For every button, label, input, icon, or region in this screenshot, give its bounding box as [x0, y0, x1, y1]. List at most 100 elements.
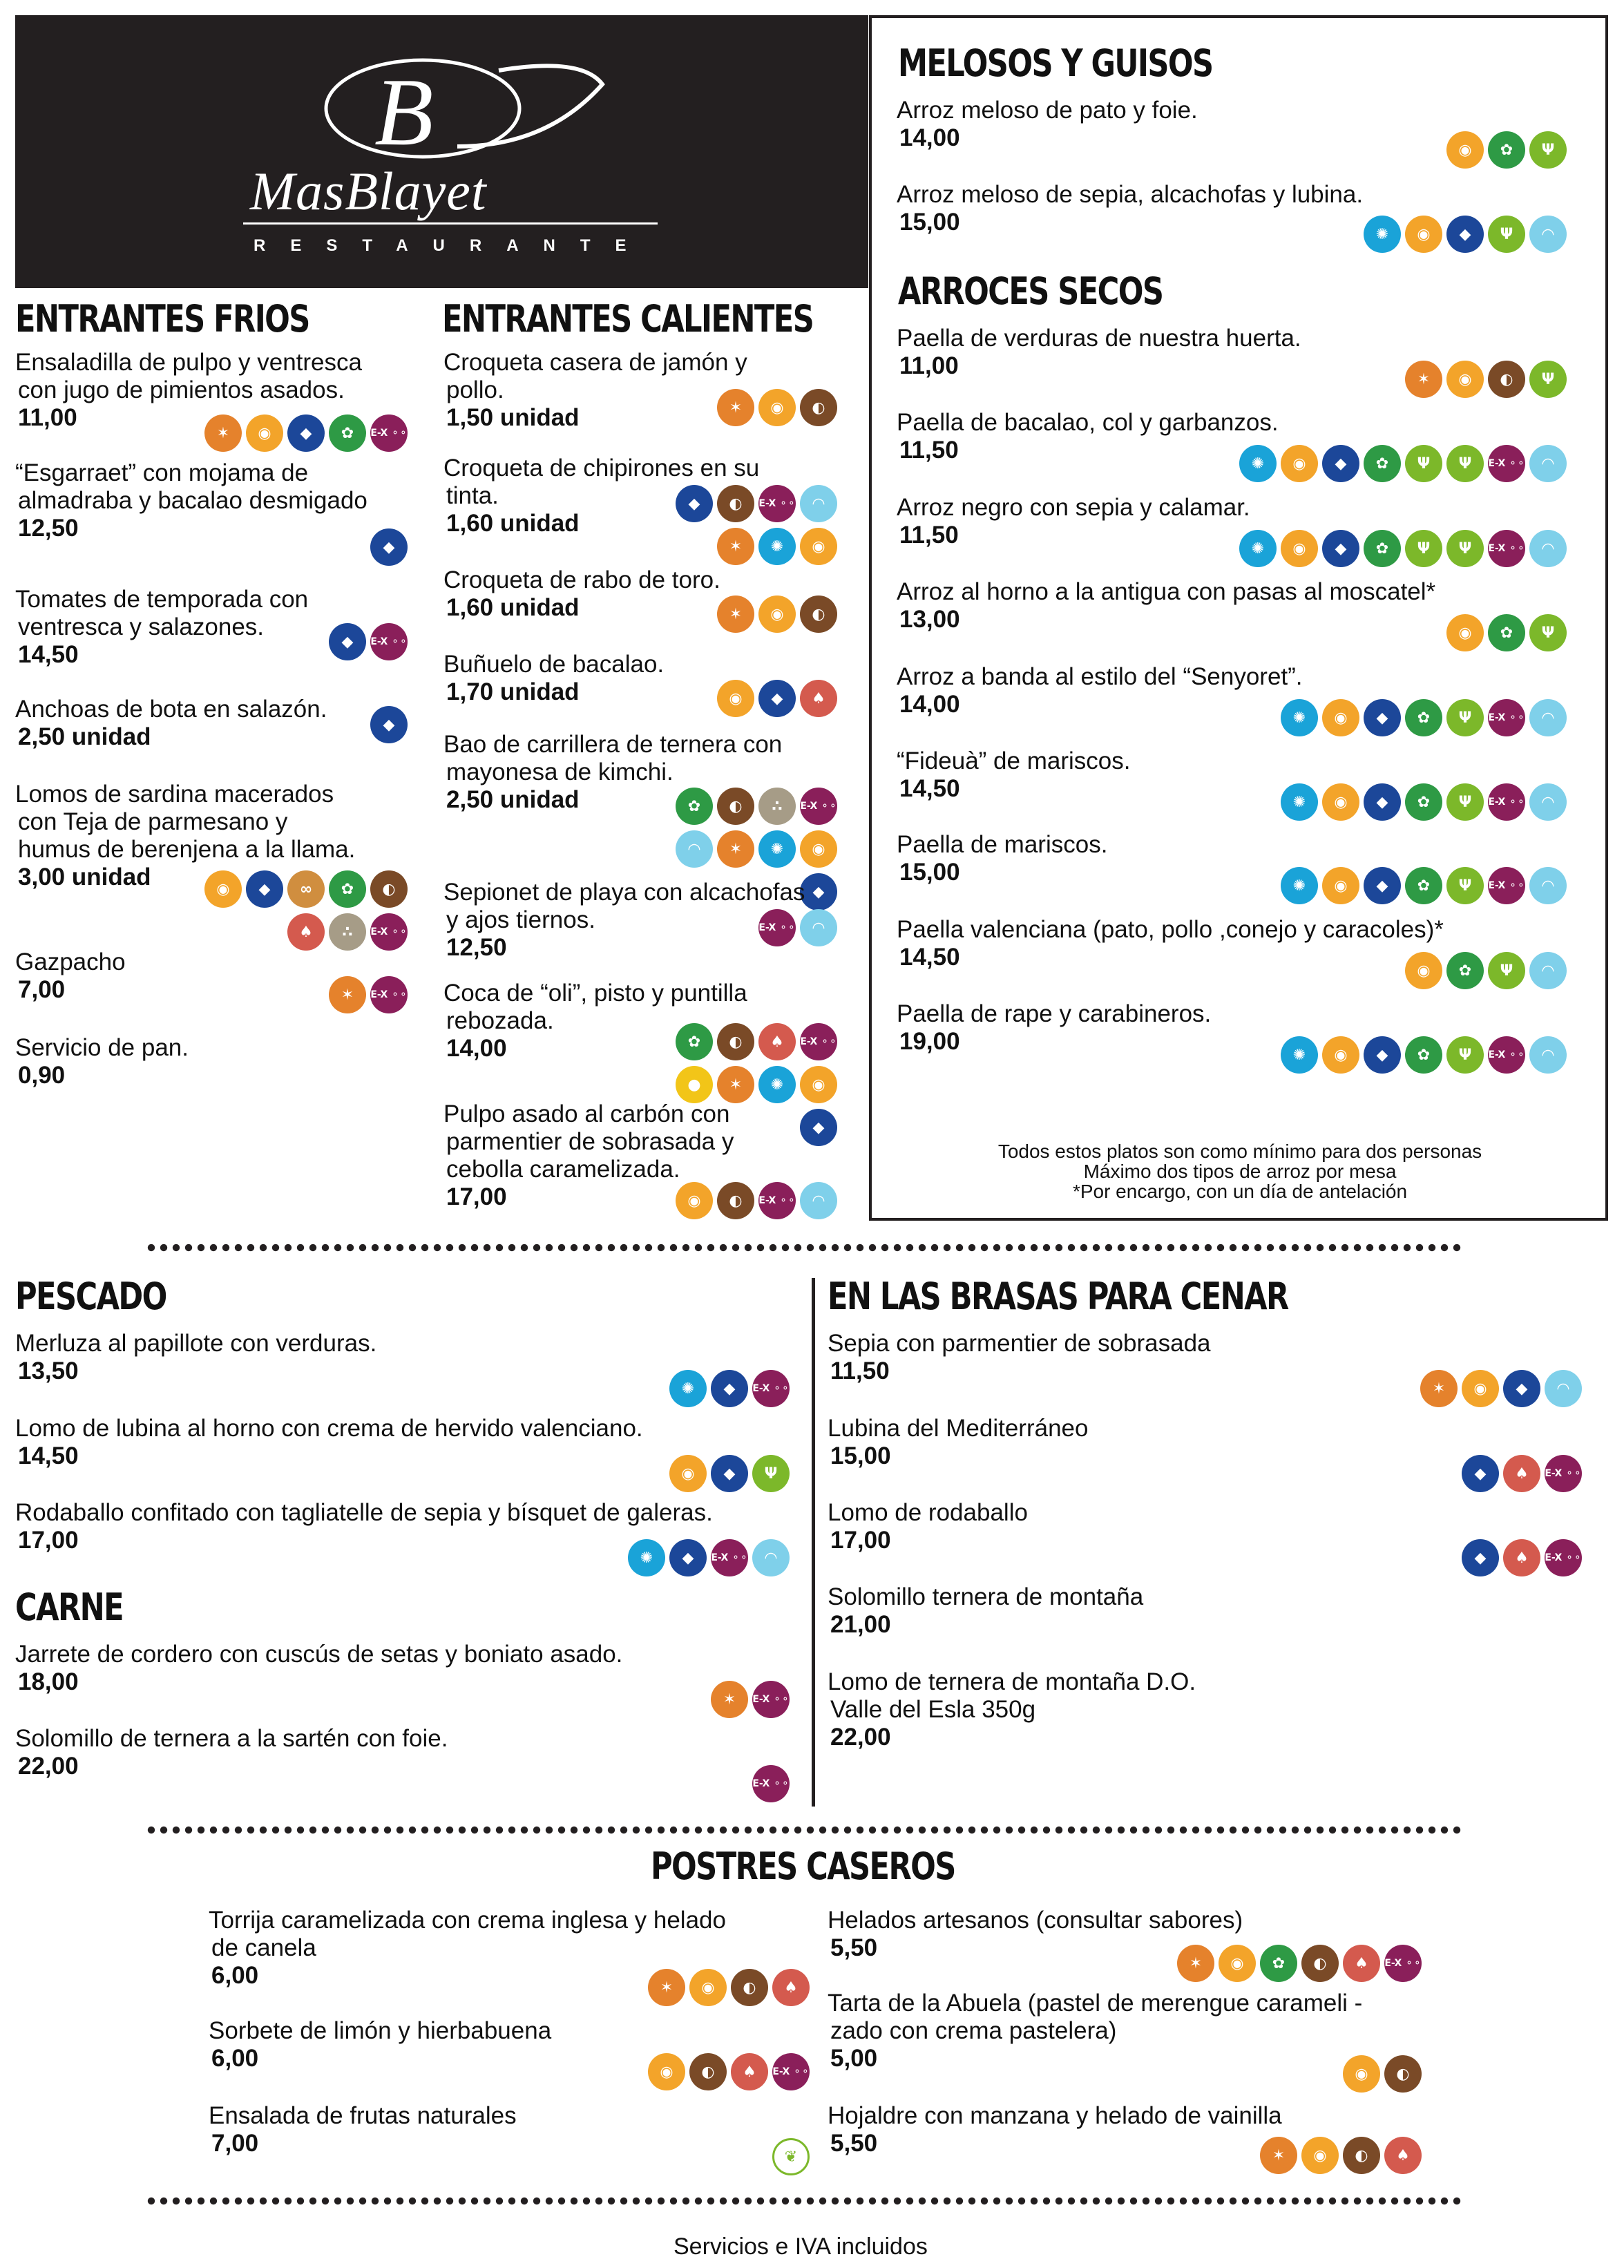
item-name: Arroz meloso de pato y foie.: [897, 97, 1198, 124]
mustard-icon: ✿: [1405, 699, 1442, 736]
gluten-icon: ✶: [717, 595, 754, 633]
menu-item: Paella de mariscos.15,00: [897, 831, 1107, 886]
egg-icon: ◉: [246, 414, 283, 452]
item-name: Gazpacho: [15, 949, 126, 975]
celery-icon: Ψ: [1446, 530, 1484, 567]
item-price: 0,90: [18, 1062, 66, 1089]
lupin-icon: ❦: [772, 2138, 810, 2175]
item-price: 18,00: [18, 1668, 79, 1695]
item-price: 1,60 unidad: [446, 510, 580, 537]
milk-icon: ◐: [1488, 361, 1525, 398]
celery-icon: Ψ: [1405, 445, 1442, 482]
mollusc-icon: ◠: [1529, 699, 1567, 736]
fish-icon: ◆: [711, 1370, 748, 1407]
item-price: 19,00: [899, 1028, 960, 1055]
milk-icon: ◐: [689, 2053, 727, 2090]
menu-item: Paella de verduras de nuestra huerta.11,…: [897, 325, 1301, 380]
item-name: zado con crema pastelera): [830, 2017, 1117, 2044]
item-price: 17,00: [830, 1527, 891, 1554]
menu-item: Arroz meloso de pato y foie.14,00: [897, 97, 1198, 152]
allergen-icons: E-X ⚬⚬◠: [758, 909, 837, 946]
crust-icon: ✺: [758, 830, 796, 868]
item-price: 11,50: [899, 437, 959, 464]
mustard-icon: ✿: [1405, 1036, 1442, 1074]
sulphite-icon: E-X ⚬⚬: [758, 1182, 796, 1219]
gluten-icon: ✶: [1177, 1945, 1214, 1982]
section-title-entrantes-frios: ENTRANTES FRIOS: [15, 297, 310, 341]
allergen-icons: ◆E-X ⚬⚬: [329, 623, 408, 660]
menu-item: Rodaballo confitado con tagliatelle de s…: [15, 1499, 713, 1554]
item-name: Paella de mariscos.: [897, 831, 1108, 858]
sulphite-icon: E-X ⚬⚬: [752, 1681, 790, 1718]
sesame-icon: ∴: [758, 788, 796, 825]
menu-item: Solomillo de ternera a la sartén con foi…: [15, 1725, 448, 1780]
item-name: Jarrete de cordero con cuscús de setas y…: [15, 1641, 623, 1668]
milk-icon: ◐: [717, 788, 754, 825]
sulphite-icon: E-X ⚬⚬: [800, 788, 837, 825]
logo-swoosh-icon: [324, 58, 605, 159]
item-name: parmentier de sobrasada y: [446, 1128, 734, 1155]
allergen-icons: ◆: [370, 528, 408, 566]
crust-icon: ✺: [1364, 216, 1401, 253]
menu-item: Torrija caramelizada con crema inglesa y…: [209, 1907, 726, 1990]
item-price: 11,50: [830, 1357, 890, 1384]
allergen-icons: ✶◉◐Ψ: [1405, 361, 1567, 398]
item-price: 1,50 unidad: [446, 404, 580, 431]
mustard-icon: ✿: [1364, 530, 1401, 567]
rice-note-line: *Por encargo, con un día de antelación: [1072, 1181, 1408, 1202]
item-price: 22,00: [18, 1753, 79, 1780]
fish-icon: ◆: [1322, 445, 1359, 482]
milk-icon: ◐: [717, 1023, 754, 1060]
mollusc-icon: ◠: [1529, 216, 1567, 253]
fish-icon: ◆: [676, 485, 713, 522]
nuts-icon: ♠: [758, 1023, 796, 1060]
allergen-icons: ✿◐♠E-X ⚬⚬: [676, 1023, 837, 1060]
item-name: Bao de carrillera de ternera con: [443, 731, 783, 758]
allergen-icons: ✺◆E-X ⚬⚬◠: [628, 1539, 790, 1576]
item-price: 5,00: [830, 2045, 878, 2072]
mollusc-icon: ◠: [752, 1539, 790, 1576]
egg-icon: ◉: [1281, 445, 1318, 482]
item-price: 14,00: [899, 691, 960, 718]
mustard-icon: ✿: [329, 414, 366, 452]
item-price: 14,50: [18, 1442, 79, 1469]
egg-icon: ◉: [800, 528, 837, 565]
item-price: 1,60 unidad: [446, 594, 580, 621]
celery-icon: Ψ: [752, 1455, 790, 1492]
item-name: Buñuelo de bacalao.: [443, 651, 665, 678]
fish-icon: ◆: [711, 1455, 748, 1492]
item-name: Lomo de lubina al horno con crema de her…: [15, 1415, 643, 1442]
celery-icon: Ψ: [1446, 445, 1484, 482]
nuts-icon: ♠: [1503, 1539, 1540, 1576]
menu-item: Arroz meloso de sepia, alcachofas y lubi…: [897, 181, 1363, 236]
mustard-icon: ✿: [1405, 867, 1442, 904]
item-price: 17,00: [446, 1183, 507, 1210]
logo-tagline: RESTAURANTE: [254, 236, 651, 255]
gluten-icon: ✶: [717, 389, 754, 426]
egg-icon: ◉: [1446, 131, 1484, 169]
dotted-divider: [145, 2197, 1464, 2205]
rice-notes: Todos estos platos son como mínimo para …: [891, 1141, 1589, 1201]
item-name: Arroz meloso de sepia, alcachofas y lubi…: [897, 181, 1364, 208]
allergen-icons: ◆: [370, 706, 408, 743]
menu-item: Tarta de la Abuela (pastel de merengue c…: [828, 1990, 1362, 2072]
allergen-icons: ●✶✺◉: [676, 1066, 837, 1103]
allergen-icons: ✶◉◆✿E-X ⚬⚬: [204, 414, 408, 452]
item-price: 2,50 unidad: [446, 786, 580, 813]
allergen-icons: ◉✿Ψ◠: [1405, 952, 1567, 989]
crust-icon: ✺: [628, 1539, 665, 1576]
menu-item: Arroz al horno a la antigua con pasas al…: [897, 578, 1435, 633]
egg-icon: ◉: [204, 870, 242, 908]
item-name: mayonesa de kimchi.: [446, 759, 674, 785]
item-name: Lomo de ternera de montaña D.O.: [828, 1668, 1196, 1695]
menu-item: Anchoas de bota en salazón.2,50 unidad: [15, 696, 327, 751]
egg-icon: ◉: [1322, 783, 1359, 821]
item-price: 1,70 unidad: [446, 678, 580, 705]
milk-icon: ◐: [1301, 1945, 1339, 1982]
allergen-icons: ◆◐E-X ⚬⚬◠: [676, 485, 837, 522]
item-name: “Fideuà” de mariscos.: [897, 747, 1131, 774]
allergen-icons: ✿◐∴E-X ⚬⚬: [676, 788, 837, 825]
